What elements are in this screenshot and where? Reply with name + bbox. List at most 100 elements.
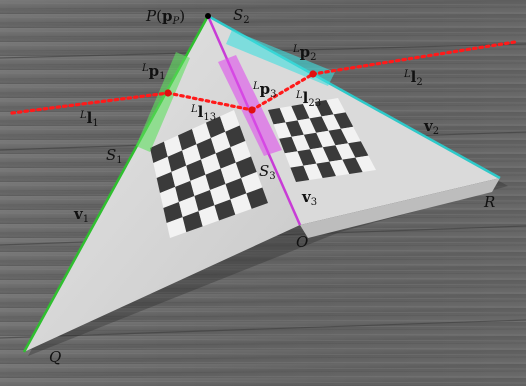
checker-square	[198, 205, 219, 227]
label-l23: Ll23	[295, 89, 321, 109]
label-p-vertex: P(pP)	[145, 7, 185, 27]
checker-square	[235, 156, 257, 178]
label-r: R	[483, 193, 495, 211]
checker-square	[194, 190, 215, 212]
checker-square	[214, 199, 236, 221]
point-p3	[248, 106, 256, 114]
checker-square	[355, 155, 376, 172]
checker-square	[329, 159, 350, 176]
line-l13	[166, 91, 254, 112]
checker-square	[220, 162, 242, 184]
checker-square	[297, 118, 317, 135]
label-o: O	[296, 233, 308, 251]
plane-bottom	[300, 178, 500, 238]
checker-square	[167, 150, 187, 172]
checker-square	[178, 196, 199, 218]
checker-square	[153, 156, 172, 178]
checker-square	[160, 186, 179, 208]
checker-square	[321, 114, 341, 131]
label-s3: S3	[259, 162, 276, 182]
checker-square	[210, 131, 231, 154]
checker-square	[342, 157, 363, 174]
checker-square	[205, 168, 226, 190]
strip-s2-cyan	[226, 30, 335, 86]
checkerboard-left	[150, 110, 268, 238]
checker-square	[210, 184, 231, 206]
checker-square	[284, 151, 304, 168]
label-l2: Ll2	[403, 68, 423, 88]
label-p1: Lp1	[141, 62, 166, 82]
label-p2: Lp2	[292, 43, 317, 63]
label-v2: v2	[423, 117, 439, 137]
dotted-lines	[10, 40, 517, 115]
line-l23	[250, 72, 315, 112]
checker-square	[215, 147, 236, 169]
line-l2	[311, 40, 517, 76]
checker-square	[279, 136, 298, 154]
point-p1	[164, 89, 172, 97]
label-q: Q	[49, 348, 61, 366]
checkerboard-right	[268, 98, 376, 182]
checker-square	[268, 108, 286, 125]
checker-square	[290, 165, 310, 182]
checker-square	[303, 102, 322, 119]
checker-square	[182, 144, 201, 166]
checker-square	[225, 125, 246, 148]
strip-s3-magenta	[218, 55, 282, 156]
checker-square	[166, 217, 187, 238]
line-l1	[10, 91, 170, 115]
plane-s2	[208, 16, 500, 225]
label-s2: S2	[233, 6, 250, 26]
checker-square	[279, 106, 298, 123]
checker-square	[348, 141, 369, 158]
checker-square	[196, 138, 216, 160]
checker-square	[340, 126, 361, 144]
checker-square	[190, 174, 210, 196]
checker-square	[285, 120, 304, 137]
label-l1: Ll1	[79, 109, 99, 129]
checker-square	[316, 130, 336, 148]
checker-square	[333, 112, 354, 129]
checker-square	[192, 122, 211, 145]
label-s1: S1	[106, 146, 123, 166]
label-v1: v1	[73, 205, 89, 225]
checker-square	[186, 159, 206, 181]
checker-square	[309, 116, 329, 133]
checker-square	[201, 153, 221, 175]
checker-square	[230, 141, 251, 163]
checker-square	[303, 163, 323, 180]
checker-square	[171, 165, 191, 187]
checker-square	[303, 132, 323, 150]
checker-square	[297, 149, 317, 166]
checker-square	[206, 116, 226, 138]
point-p2	[309, 70, 317, 78]
checker-square	[182, 211, 203, 233]
label-v3: v3	[301, 188, 317, 208]
checker-square	[326, 98, 346, 115]
checker-square	[156, 171, 176, 193]
point-pP	[205, 13, 211, 19]
checker-square	[310, 147, 330, 164]
checker-square	[291, 134, 311, 152]
label-p3: Lp3	[252, 80, 277, 100]
strip-s1-green	[136, 52, 190, 152]
checker-square	[335, 143, 356, 160]
checker-square	[328, 128, 349, 146]
checker-square	[314, 100, 334, 117]
checker-square	[175, 180, 195, 202]
checker-square	[273, 122, 292, 139]
checker-square	[220, 110, 240, 132]
label-l13: Ll13	[190, 103, 216, 123]
checker-square	[241, 172, 263, 194]
checker-square	[163, 202, 183, 223]
checker-square	[291, 104, 310, 121]
checker-square	[316, 161, 336, 178]
checker-square	[246, 187, 268, 209]
checker-square	[178, 129, 197, 151]
checker-square	[230, 193, 252, 215]
checker-square	[164, 135, 183, 157]
checker-square	[322, 145, 343, 162]
checker-square	[225, 178, 247, 200]
